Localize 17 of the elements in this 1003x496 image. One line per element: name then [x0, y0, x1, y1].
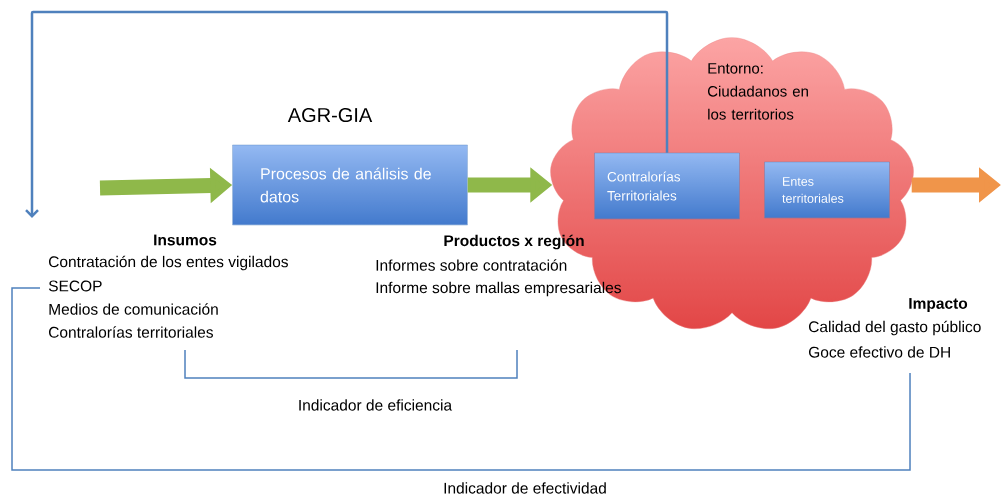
bracket-label: Indicador de efectividad	[444, 482, 606, 494]
list-item: SECOP	[48, 280, 102, 292]
list-item: Calidad del gasto público	[809, 320, 981, 336]
process-box: Entes territoriales	[764, 161, 890, 219]
list-item: Informes sobre contratación	[376, 259, 567, 271]
list-item: Medios de comunicación	[49, 303, 218, 315]
list-item: Contratación de los entes vigilados	[49, 255, 288, 271]
arrow	[25, 10, 669, 218]
process-box: Contralorías Territoriales	[594, 152, 740, 220]
box-heading: AGR-GIA	[287, 107, 373, 123]
process-box: Procesos de análisis de datos	[232, 144, 468, 226]
bracket-label: Indicador de eficiencia	[299, 399, 453, 411]
list-heading: Insumos	[154, 234, 217, 246]
list-heading: Impacto	[909, 298, 968, 312]
cloud-text: Entorno: Ciudadanos en los territorios	[708, 63, 808, 120]
list-item: Contralorías territoriales	[49, 326, 213, 338]
list-item: Goce efectivo de DH	[809, 346, 950, 358]
